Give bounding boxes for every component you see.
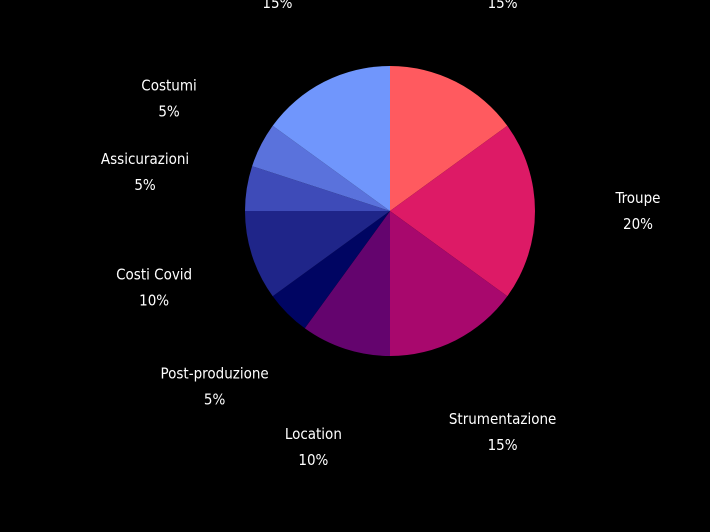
slice-value-assicurazioni: 5% bbox=[134, 176, 156, 194]
slice-label-post-produzione: Post-produzione bbox=[161, 364, 269, 382]
slice-value-costi-covid: 10% bbox=[139, 292, 169, 310]
slice-value-troupe: 20% bbox=[623, 215, 653, 233]
slice-label-assicurazioni: Assicurazioni bbox=[101, 150, 189, 168]
pie-slice-location bbox=[304, 211, 390, 356]
slice-label-costumi: Costumi bbox=[141, 76, 196, 94]
slice-value-location: 10% bbox=[298, 451, 328, 469]
slice-value-cast: 15% bbox=[488, 0, 518, 12]
pie-slice-strumentazione bbox=[390, 211, 508, 356]
pie-slice-post-produzione bbox=[272, 211, 390, 329]
slice-value-costumi: 5% bbox=[158, 102, 180, 120]
pie-slice-costumi bbox=[252, 125, 390, 211]
pie-slice-assicurazioni bbox=[245, 166, 390, 211]
slice-value-post-produzione: 5% bbox=[204, 390, 226, 408]
slice-label-location: Location bbox=[285, 425, 342, 443]
pie-slice-troupe bbox=[390, 125, 535, 297]
pie-slice-cast bbox=[390, 66, 508, 211]
pie-slice-costi-covid bbox=[245, 211, 390, 297]
pie-slices bbox=[245, 66, 535, 356]
slice-value-strumentazione: 15% bbox=[488, 436, 518, 454]
slice-label-strumentazione: Strumentazione bbox=[449, 410, 556, 428]
slice-value-produzione: 15% bbox=[262, 0, 292, 12]
slice-label-costi-covid: Costi Covid bbox=[116, 266, 192, 284]
pie-slice-produzione bbox=[272, 66, 390, 211]
slice-label-troupe: Troupe bbox=[615, 189, 661, 207]
pie-labels: Cast15%Troupe20%Strumentazione15%Locatio… bbox=[101, 0, 661, 469]
